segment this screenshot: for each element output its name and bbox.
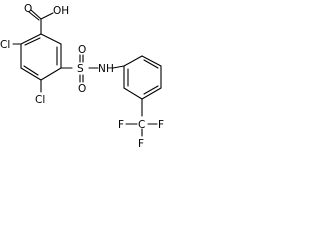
chemical-structure-diagram: O OH Cl Cl S O O N H F C F F <box>0 3 164 150</box>
atom-carbonyl-o: O <box>24 3 32 15</box>
sulfonyl-group <box>60 54 99 83</box>
atom-fluorine-left: F <box>118 119 124 131</box>
atom-cl-bottom: Cl <box>35 94 45 106</box>
atom-sulfonyl-o2: O <box>78 83 86 95</box>
aryl-ring <box>123 55 162 100</box>
atom-fluorine-bottom: F <box>138 138 144 150</box>
atom-carbon-cf3: C <box>138 119 145 131</box>
atom-cl-top: Cl <box>0 39 10 51</box>
atom-fluorine-right: F <box>158 119 164 131</box>
benzoic-ring <box>20 33 62 81</box>
atom-hydroxyl: OH <box>53 5 69 17</box>
amine-bond <box>112 65 125 69</box>
atom-nitrogen: N <box>98 63 106 75</box>
atom-sulfonyl-o1: O <box>78 44 86 56</box>
trifluoromethyl-group <box>125 98 158 137</box>
atom-sulfur: S <box>77 63 84 75</box>
carboxyl-group <box>28 9 54 35</box>
atom-hydrogen: H <box>106 63 114 75</box>
